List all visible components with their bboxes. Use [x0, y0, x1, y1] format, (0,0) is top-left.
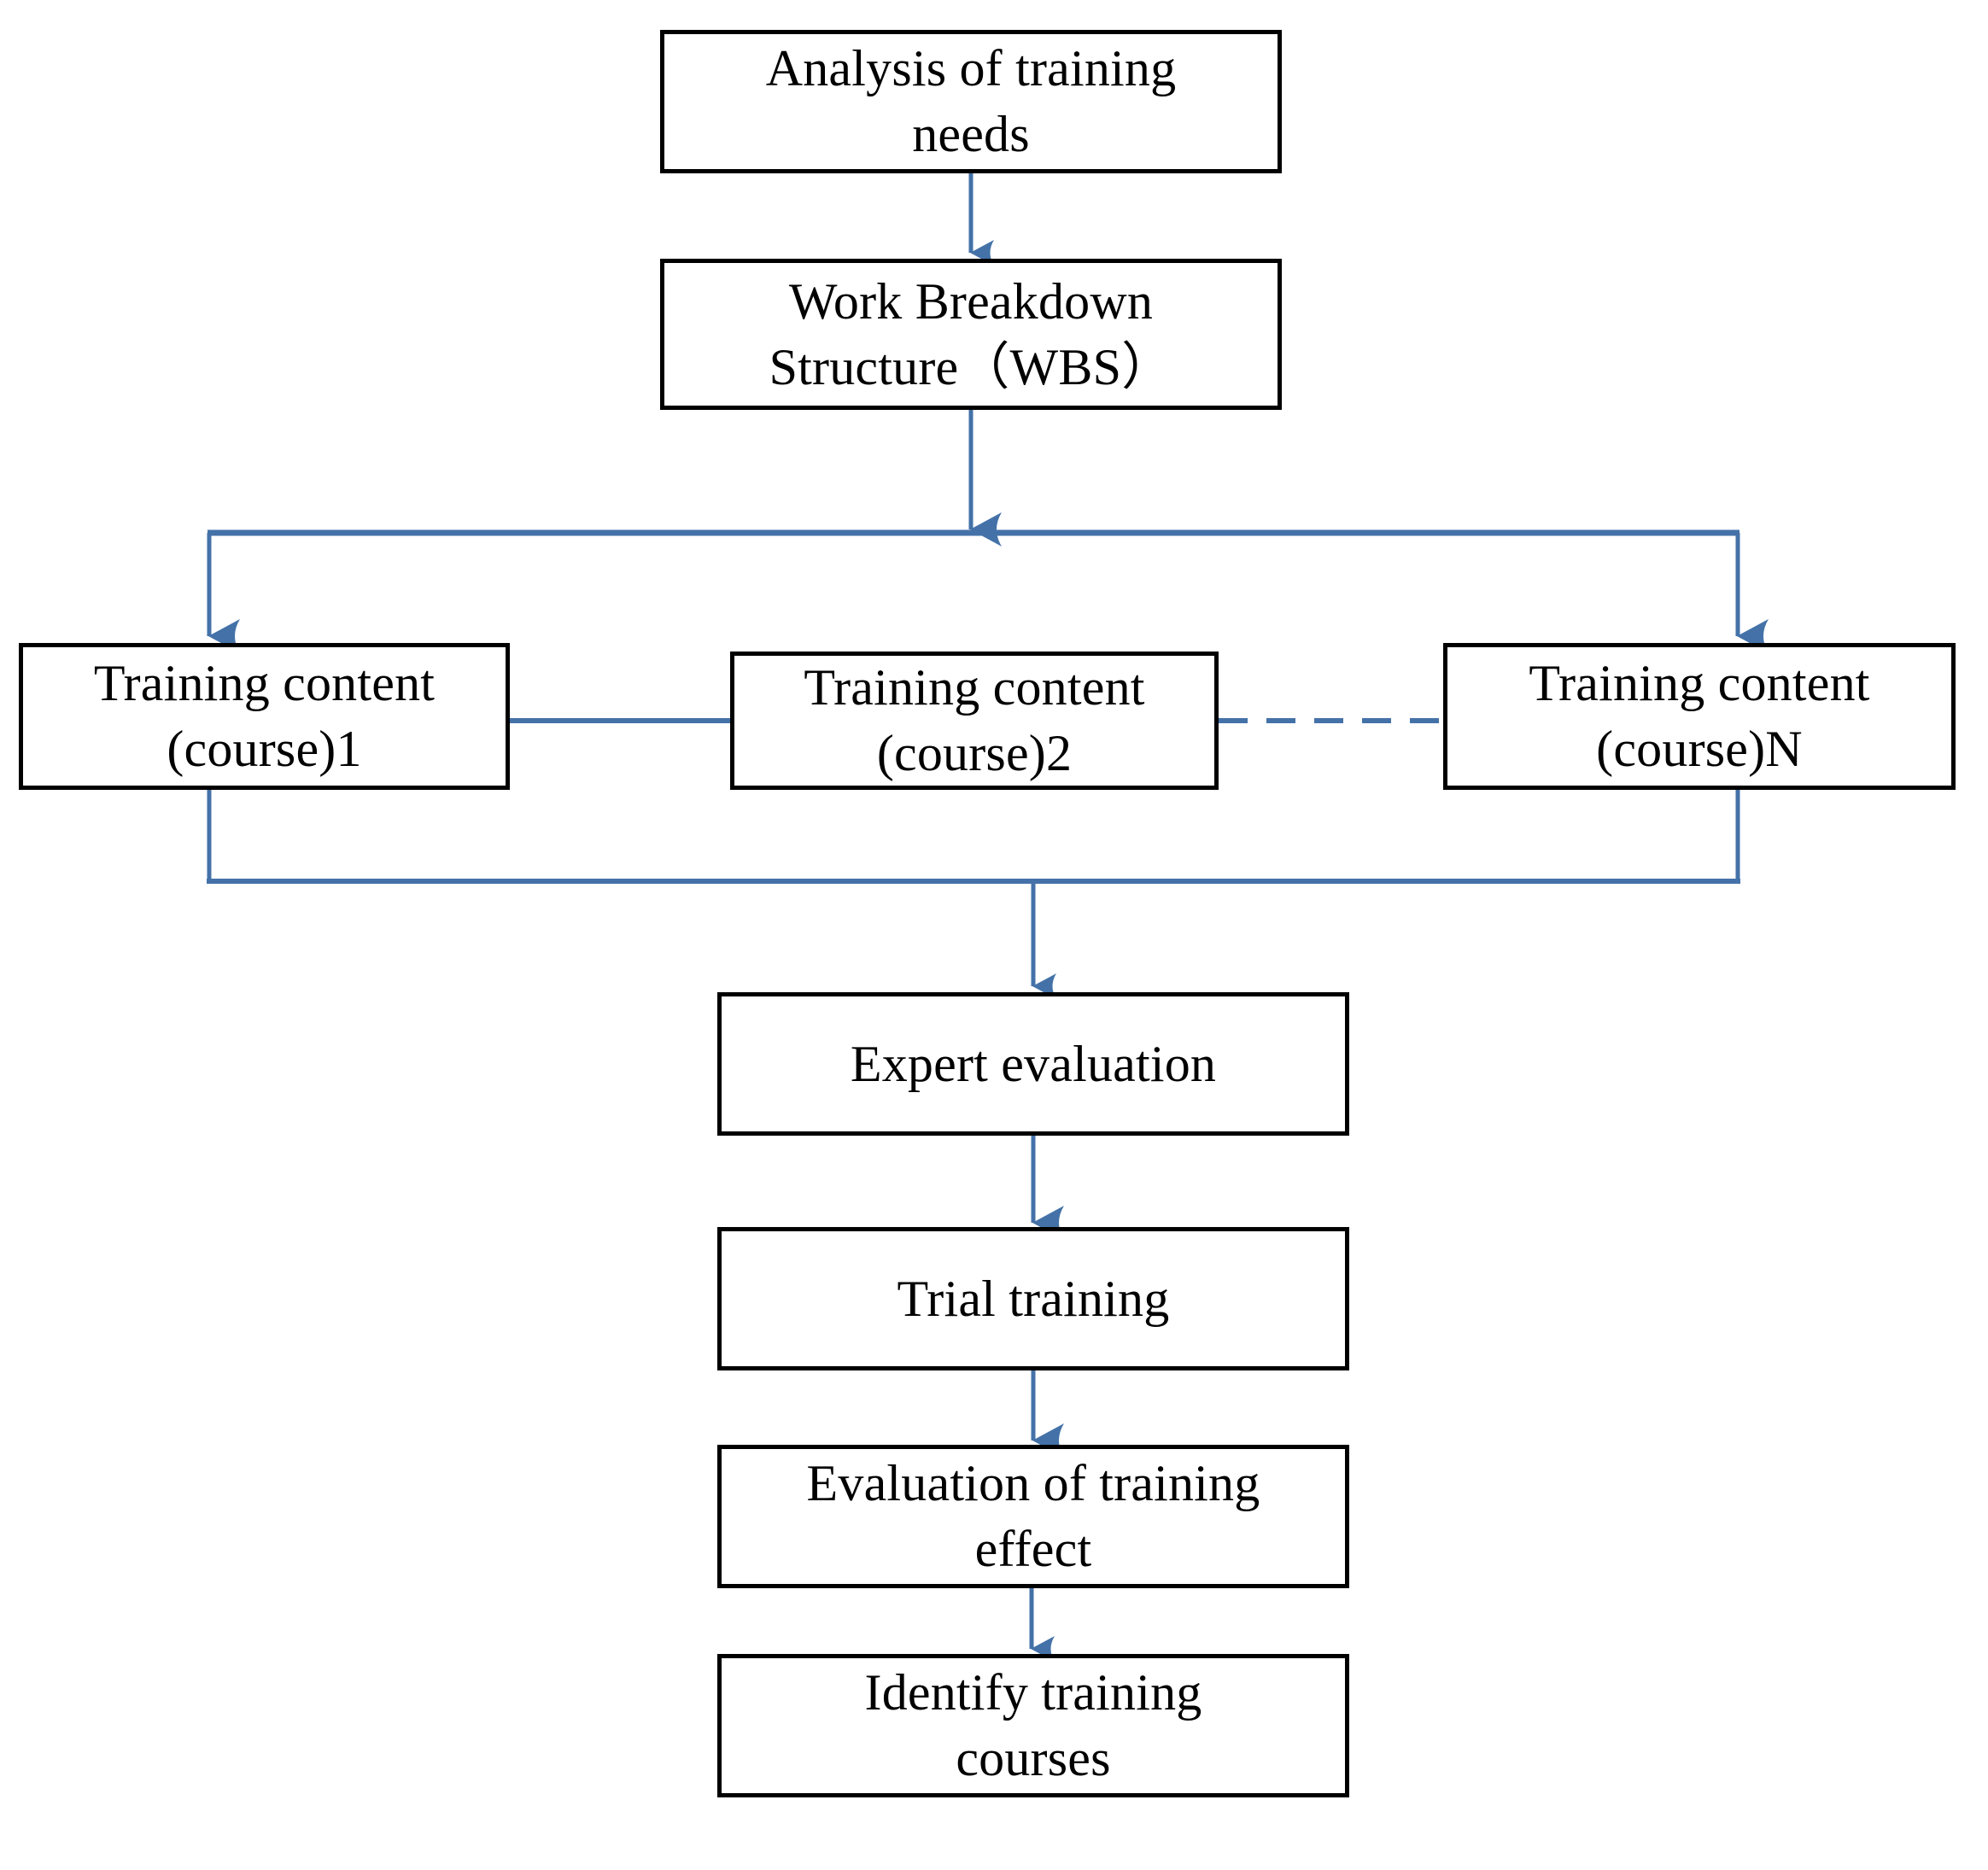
node-label: Analysis of training needs: [765, 40, 1177, 162]
node-identify-training-courses[interactable]: Identify training courses: [717, 1654, 1349, 1797]
node-training-content-course-2[interactable]: Training content (course)2: [730, 652, 1219, 790]
node-trial-training[interactable]: Trial training: [717, 1227, 1349, 1370]
node-label: Training content (course)1: [93, 655, 436, 777]
node-training-content-course-n[interactable]: Training content (course)N: [1443, 643, 1956, 790]
node-work-breakdown-structure[interactable]: Work Breakdown Structure（WBS）: [660, 259, 1282, 410]
node-label: Training content (course)2: [804, 659, 1145, 781]
connector-courses-to-expert-evaluation: [207, 790, 1740, 999]
node-label: Evaluation of training effect: [806, 1455, 1260, 1577]
node-label: Work Breakdown Structure（WBS）: [769, 272, 1173, 395]
node-evaluation-of-training-effect[interactable]: Evaluation of training effect: [717, 1445, 1349, 1588]
node-label: Expert evaluation: [850, 1035, 1217, 1092]
node-analysis-of-training-needs[interactable]: Analysis of training needs: [660, 30, 1282, 173]
node-label: Identify training courses: [864, 1664, 1202, 1786]
node-training-content-course-1[interactable]: Training content (course)1: [19, 643, 510, 790]
node-label: Training content (course)N: [1529, 655, 1870, 777]
node-label: Trial training: [897, 1270, 1170, 1327]
node-expert-evaluation[interactable]: Expert evaluation: [717, 992, 1349, 1136]
connector-course-split-bar: [207, 529, 1769, 653]
